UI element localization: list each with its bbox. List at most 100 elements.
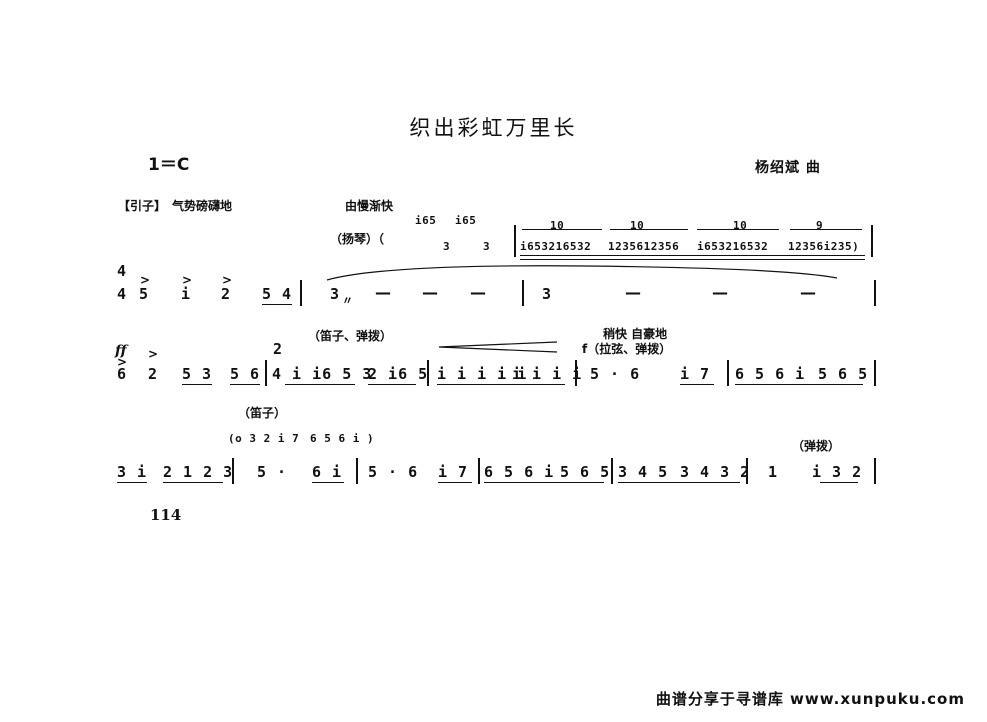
barline bbox=[874, 458, 876, 484]
beam-line bbox=[163, 482, 223, 484]
note-group: 6 i bbox=[312, 463, 343, 481]
intro-tempo: 由慢渐快 bbox=[345, 199, 394, 213]
tie-arc bbox=[326, 265, 838, 281]
note: 5 3 bbox=[182, 365, 213, 383]
barline bbox=[356, 458, 358, 484]
dash: — bbox=[625, 283, 641, 302]
tuplet-number: 10 bbox=[733, 219, 748, 232]
barline bbox=[514, 225, 516, 257]
beam-line bbox=[285, 384, 355, 386]
note-group: i i i i bbox=[512, 365, 583, 383]
barline bbox=[478, 458, 480, 484]
watermark: 曲谱分享于寻谱库 www.xunpuku.com bbox=[655, 690, 965, 708]
run-notes: i653216532 bbox=[697, 240, 769, 253]
note-group: 5 6 5 bbox=[818, 365, 869, 383]
note-group: 3 i bbox=[117, 463, 148, 481]
accent-mark: > bbox=[182, 273, 193, 287]
intro-ornament-2: i65 bbox=[455, 214, 477, 227]
crescendo-hairpin bbox=[438, 341, 558, 353]
tempo-marking: 稍快 自豪地 bbox=[603, 327, 668, 341]
dash: — bbox=[800, 283, 816, 302]
note: 3 bbox=[330, 285, 341, 303]
beam-line bbox=[680, 384, 714, 386]
dash: — bbox=[470, 283, 486, 302]
ornament-notes: 6 5 6 i ) bbox=[310, 432, 375, 445]
barline bbox=[746, 458, 748, 484]
run-notes: 1235612356 bbox=[608, 240, 680, 253]
note-group: 6 5 6 i bbox=[484, 463, 555, 481]
run-notes: i653216532 bbox=[520, 240, 592, 253]
note-group: i i i i i bbox=[437, 365, 528, 383]
beam-line bbox=[618, 482, 740, 484]
tuplet-bracket bbox=[522, 229, 602, 231]
accent-mark: > bbox=[117, 355, 128, 369]
beam-line bbox=[820, 482, 858, 484]
intro-triplet-1: 3 bbox=[443, 240, 451, 253]
run-notes: 12356i235) bbox=[788, 240, 860, 253]
barline bbox=[427, 360, 429, 386]
note: 1 bbox=[768, 463, 779, 481]
barline bbox=[232, 458, 234, 484]
note: 2 bbox=[148, 365, 159, 383]
beam-line bbox=[182, 384, 212, 386]
tuplet-bracket bbox=[697, 229, 779, 231]
note: 3 bbox=[542, 285, 553, 303]
barline bbox=[300, 280, 302, 306]
note-group: 5 · 6 bbox=[368, 463, 419, 481]
note-group: i 7 bbox=[438, 463, 469, 481]
beam-line bbox=[520, 259, 865, 261]
barline bbox=[727, 360, 729, 386]
page-number: 114 bbox=[150, 506, 182, 524]
tuplet-number: 10 bbox=[630, 219, 645, 232]
barline bbox=[611, 458, 613, 484]
dash: — bbox=[422, 283, 438, 302]
beam-line bbox=[735, 384, 863, 386]
barline bbox=[871, 225, 873, 257]
intro-triplet-2: 3 bbox=[483, 240, 491, 253]
note-group: 5 · 6 bbox=[590, 365, 641, 383]
beam-line bbox=[312, 482, 344, 484]
beam-line bbox=[368, 384, 416, 386]
composer-credit: 杨绍斌 曲 bbox=[755, 160, 821, 176]
intro-ornament-1: i65 bbox=[415, 214, 437, 227]
note-group: 3 4 3 2 bbox=[680, 463, 751, 481]
note-group: i 3 2 bbox=[812, 463, 863, 481]
annotation: （弹拨） bbox=[792, 439, 841, 453]
dash: — bbox=[712, 283, 728, 302]
annotation: （笛子） bbox=[238, 406, 287, 420]
note: 2 bbox=[221, 285, 232, 303]
fermata-note: 2 bbox=[273, 340, 284, 358]
time-sig-bottom: 4 bbox=[117, 285, 128, 303]
tuplet-bracket bbox=[790, 229, 862, 231]
barline bbox=[575, 360, 577, 386]
annotation: （笛子、弹拨） bbox=[308, 329, 393, 343]
accent-mark: > bbox=[140, 273, 151, 287]
note-group: i 7 bbox=[680, 365, 711, 383]
barline bbox=[874, 280, 876, 306]
trill-mark: 〃 bbox=[342, 294, 354, 307]
accent-mark: > bbox=[148, 347, 159, 361]
score-title: 织出彩虹万里长 bbox=[409, 116, 578, 140]
beam-line bbox=[117, 482, 147, 484]
note-group: 6 5 6 i bbox=[735, 365, 806, 383]
time-sig-top: 4 bbox=[117, 262, 128, 280]
note: 6 bbox=[117, 365, 128, 383]
beam-line bbox=[262, 304, 292, 306]
note: i bbox=[181, 285, 192, 303]
note-group: 2 i6 5 bbox=[368, 365, 429, 383]
beam-line bbox=[484, 482, 604, 484]
intro-expression: 气势磅礴地 bbox=[172, 199, 233, 213]
tuplet-number: 9 bbox=[816, 219, 824, 232]
barline bbox=[522, 280, 524, 306]
note-group: 3 4 5 bbox=[618, 463, 669, 481]
note-group: 2 1 2 3 bbox=[163, 463, 234, 481]
beam-line bbox=[230, 384, 260, 386]
note: 5 6 bbox=[230, 365, 261, 383]
note: 5 4 bbox=[262, 285, 293, 303]
beam-line bbox=[437, 384, 565, 386]
accent-mark: > bbox=[222, 273, 233, 287]
note-group: 4 i i6 5 3 bbox=[272, 365, 373, 383]
beam-line bbox=[438, 482, 472, 484]
tuplet-bracket bbox=[610, 229, 688, 231]
dash: — bbox=[375, 283, 391, 302]
